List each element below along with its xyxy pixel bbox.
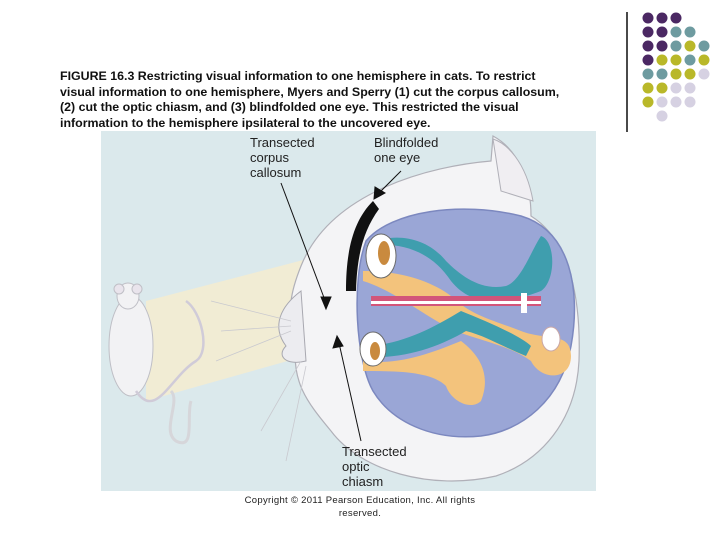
cat-ear — [492, 138, 534, 202]
label-chiasm-line2: optic — [342, 459, 370, 474]
dot-row-2 — [642, 26, 696, 38]
dot-row-6 — [642, 82, 696, 94]
dot-row-5 — [642, 68, 710, 80]
pointer-corpus-callosum — [280, 182, 327, 304]
pointer-corpus-callosum-head — [320, 296, 332, 311]
cat-snout — [278, 290, 307, 363]
chiasm-cut-marker — [521, 293, 527, 313]
label-chiasm-line3: chiasm — [342, 474, 383, 489]
cat-eye-top-pupil — [378, 241, 390, 265]
pointer-blindfold-head — [373, 186, 387, 200]
cat-whiskers — [210, 300, 307, 462]
cat-split-brain-figure: Transected corpus callosum Blindfolded o… — [101, 131, 596, 491]
lateral-geniculate-nucleus — [541, 326, 561, 352]
optic-pathway-lower-tan — [363, 341, 485, 406]
blindfold — [346, 201, 379, 291]
brain — [356, 208, 576, 438]
label-corpus-callosum-line2: corpus — [250, 150, 290, 165]
pointer-chiasm-head — [332, 334, 344, 349]
mouse-illustration — [108, 282, 205, 445]
optic-pathway-lower — [363, 311, 531, 357]
figure-illustration: Transected corpus callosum Blindfolded o… — [101, 131, 596, 491]
pointer-chiasm — [338, 342, 362, 442]
label-corpus-callosum-line1: Transected — [250, 135, 315, 150]
dot-row-8 — [656, 110, 668, 122]
label-corpus-callosum: Transected corpus callosum — [250, 135, 315, 180]
figure-caption: FIGURE 16.3 Restricting visual informati… — [60, 69, 560, 130]
dot-row-3 — [642, 40, 710, 52]
label-blindfold-line1: Blindfolded — [374, 135, 438, 150]
dot-row-7 — [642, 96, 696, 108]
annotation-pointers — [280, 170, 402, 442]
mouse-tail — [168, 389, 193, 445]
cat-eye-bottom-pupil — [370, 342, 380, 360]
label-blindfold-line2: one eye — [374, 150, 420, 165]
mouse-ear-left — [113, 283, 125, 295]
label-chiasm-line1: Transected — [342, 444, 407, 459]
label-optic-chiasm: Transected optic chiasm — [342, 444, 407, 489]
mouse-ear-right — [131, 283, 143, 295]
corpus-callosum-cut-line — [371, 301, 541, 304]
copyright-notice: Copyright © 2011 Pearson Education, Inc.… — [244, 495, 476, 519]
dot-row-1 — [642, 12, 682, 24]
label-blindfolded-eye: Blindfolded one eye — [374, 135, 438, 165]
pointer-blindfold — [378, 170, 402, 194]
decorative-vertical-rule — [626, 12, 628, 132]
mouse-body — [108, 295, 154, 397]
dot-row-4 — [642, 54, 710, 66]
decorative-dot-grid — [642, 12, 710, 122]
mouse-tail-curl — [134, 299, 205, 403]
label-corpus-callosum-line3: callosum — [250, 165, 301, 180]
